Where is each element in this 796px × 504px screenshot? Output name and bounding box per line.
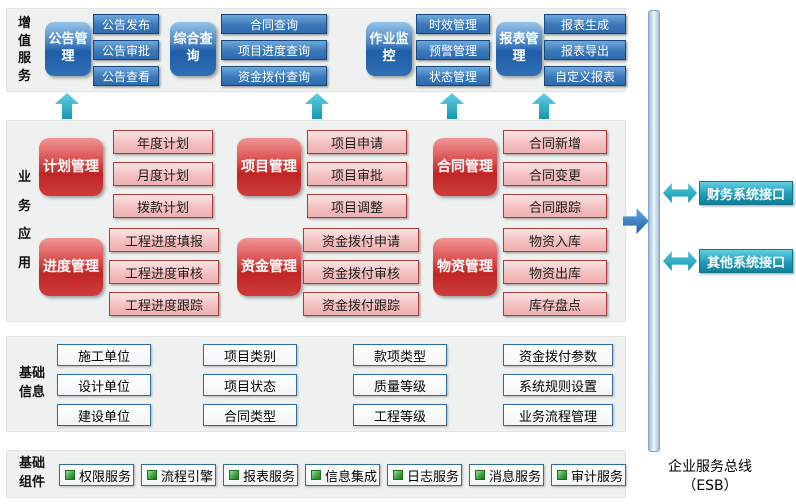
section-base-info: 基础信息 施工单位 设计单位 建设单位 项目类别 项目状态 合同类型 款项类型 … bbox=[6, 336, 626, 432]
feature-item: 时效管理 bbox=[416, 14, 490, 34]
node-job-monitoring: 作业监控 bbox=[366, 22, 412, 76]
node-announcement-management: 公告管理 bbox=[45, 22, 91, 76]
info-item: 合同类型 bbox=[203, 404, 297, 426]
section-value-added: 增值服务 公告管理 公告发布 公告审批 公告查看 综合查询 合同查询 项目进度查… bbox=[6, 8, 626, 92]
feature-item: 合同变更 bbox=[503, 162, 607, 186]
section-business: 业务应用 计划管理 年度计划 月度计划 拨款计划 项目管理 项目申请 项目审批 … bbox=[6, 120, 626, 322]
info-item: 系统规则设置 bbox=[503, 374, 613, 396]
section-label-base-info: 基础信息 bbox=[18, 366, 45, 400]
feature-item: 资金拨付跟踪 bbox=[303, 292, 419, 316]
node-fund-management: 资金管理 bbox=[237, 238, 301, 296]
up-arrow-icon bbox=[305, 93, 329, 119]
feature-item: 项目进度查询 bbox=[221, 40, 327, 60]
component-icon bbox=[475, 470, 485, 480]
feature-item: 工程进度审核 bbox=[109, 260, 219, 284]
feature-item: 物资入库 bbox=[503, 228, 607, 252]
feature-item: 合同新增 bbox=[503, 130, 607, 154]
feature-item: 年度计划 bbox=[113, 130, 213, 154]
esb-label: 企业服务总线 （ESB） bbox=[628, 458, 792, 496]
component-label: 权限服务 bbox=[79, 469, 132, 485]
esb-label-line2: （ESB） bbox=[682, 477, 738, 494]
node-material-management: 物资管理 bbox=[433, 238, 497, 296]
component-icon bbox=[229, 470, 239, 480]
feature-item: 公告审批 bbox=[93, 40, 159, 60]
feature-item: 工程进度填报 bbox=[109, 228, 219, 252]
feature-item: 报表导出 bbox=[544, 40, 626, 60]
info-item: 质量等级 bbox=[353, 374, 447, 396]
node-project-management: 项目管理 bbox=[237, 138, 301, 196]
component-item: 信息集成 bbox=[305, 464, 380, 486]
esb-bus-bar bbox=[648, 10, 660, 452]
feature-item: 库存盘点 bbox=[503, 292, 607, 316]
feature-item: 资金拨付查询 bbox=[221, 66, 327, 86]
feature-item: 自定义报表 bbox=[544, 66, 626, 86]
component-label: 报表服务 bbox=[243, 469, 296, 485]
feature-item: 资金拨付申请 bbox=[303, 228, 419, 252]
component-icon bbox=[557, 470, 567, 480]
node-contract-management: 合同管理 bbox=[433, 138, 497, 196]
node-other-system-interface: 其他系统接口 bbox=[699, 249, 793, 273]
up-arrow-icon bbox=[440, 93, 464, 119]
section-label-business: 业务应用 bbox=[17, 169, 31, 271]
feature-item: 预警管理 bbox=[416, 40, 490, 60]
up-arrow-icon bbox=[55, 93, 79, 119]
esb-label-line1: 企业服务总线 bbox=[668, 459, 752, 475]
component-icon bbox=[311, 470, 321, 480]
feature-item: 公告发布 bbox=[93, 14, 159, 34]
feature-item: 公告查看 bbox=[93, 66, 159, 86]
component-item: 报表服务 bbox=[223, 464, 298, 486]
info-item: 项目状态 bbox=[203, 374, 297, 396]
feature-item: 报表生成 bbox=[544, 14, 626, 34]
feature-item: 合同跟踪 bbox=[503, 194, 607, 218]
feature-item: 物资出库 bbox=[503, 260, 607, 284]
feature-item: 月度计划 bbox=[113, 162, 213, 186]
info-item: 设计单位 bbox=[57, 374, 151, 396]
bidirectional-arrow-icon bbox=[663, 251, 697, 271]
section-label-value-added: 增值服务 bbox=[17, 15, 31, 84]
component-item: 消息服务 bbox=[469, 464, 544, 486]
info-item: 业务流程管理 bbox=[503, 404, 613, 426]
info-item: 建设单位 bbox=[57, 404, 151, 426]
node-finance-system-interface: 财务系统接口 bbox=[699, 181, 793, 205]
info-item: 工程等级 bbox=[353, 404, 447, 426]
feature-item: 状态管理 bbox=[416, 66, 490, 86]
component-item: 日志服务 bbox=[387, 464, 462, 486]
section-base-components: 基础组件 权限服务 流程引擎 报表服务 信息集成 日志服务 消息服务 审计服务 bbox=[6, 450, 626, 498]
component-item: 权限服务 bbox=[59, 464, 134, 486]
component-item: 流程引擎 bbox=[141, 464, 216, 486]
component-icon bbox=[393, 470, 403, 480]
node-comprehensive-query: 综合查询 bbox=[170, 22, 216, 76]
to-esb-arrow-icon bbox=[623, 208, 649, 234]
bidirectional-arrow-icon bbox=[663, 183, 697, 203]
feature-item: 拨款计划 bbox=[113, 194, 213, 218]
feature-item: 工程进度跟踪 bbox=[109, 292, 219, 316]
info-item: 施工单位 bbox=[57, 344, 151, 366]
section-label-base-components: 基础组件 bbox=[18, 456, 45, 490]
feature-item: 资金拨付审核 bbox=[303, 260, 419, 284]
feature-item: 项目调整 bbox=[307, 194, 407, 218]
component-item: 审计服务 bbox=[551, 464, 626, 486]
node-plan-management: 计划管理 bbox=[39, 138, 103, 196]
node-progress-management: 进度管理 bbox=[39, 238, 103, 296]
info-item: 资金拨付参数 bbox=[503, 344, 613, 366]
info-item: 款项类型 bbox=[353, 344, 447, 366]
node-report-management: 报表管理 bbox=[496, 22, 542, 76]
info-item: 项目类别 bbox=[203, 344, 297, 366]
component-icon bbox=[65, 470, 75, 480]
feature-item: 合同查询 bbox=[221, 14, 327, 34]
up-arrow-icon bbox=[532, 93, 556, 119]
component-label: 流程引擎 bbox=[161, 469, 214, 485]
component-icon bbox=[147, 470, 157, 480]
component-label: 日志服务 bbox=[407, 469, 460, 485]
feature-item: 项目审批 bbox=[307, 162, 407, 186]
component-label: 审计服务 bbox=[571, 469, 624, 485]
component-label: 消息服务 bbox=[489, 469, 542, 485]
feature-item: 项目申请 bbox=[307, 130, 407, 154]
component-label: 信息集成 bbox=[325, 469, 378, 485]
